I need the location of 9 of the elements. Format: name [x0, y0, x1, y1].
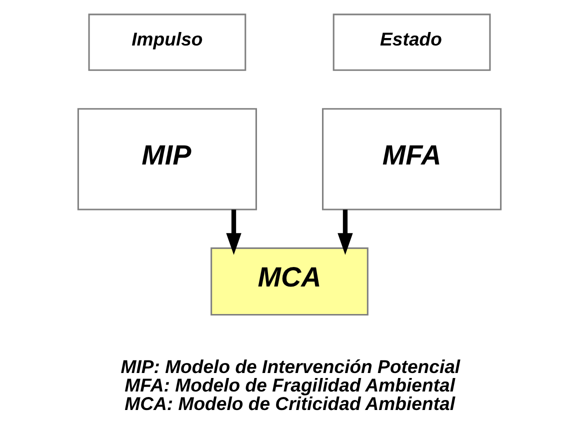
node-box: MCA [210, 247, 368, 316]
node-box: MFA [322, 108, 502, 210]
arrow [226, 210, 242, 255]
arrow [338, 210, 353, 255]
node-box: Impulso [88, 14, 246, 71]
label: MFA: Modelo de Fragilidad Ambiental [124, 374, 455, 396]
label: MIP: Modelo de Intervención Potencial [120, 356, 460, 377]
node-box: Estado [332, 14, 491, 71]
node-box: MIP [77, 108, 257, 210]
